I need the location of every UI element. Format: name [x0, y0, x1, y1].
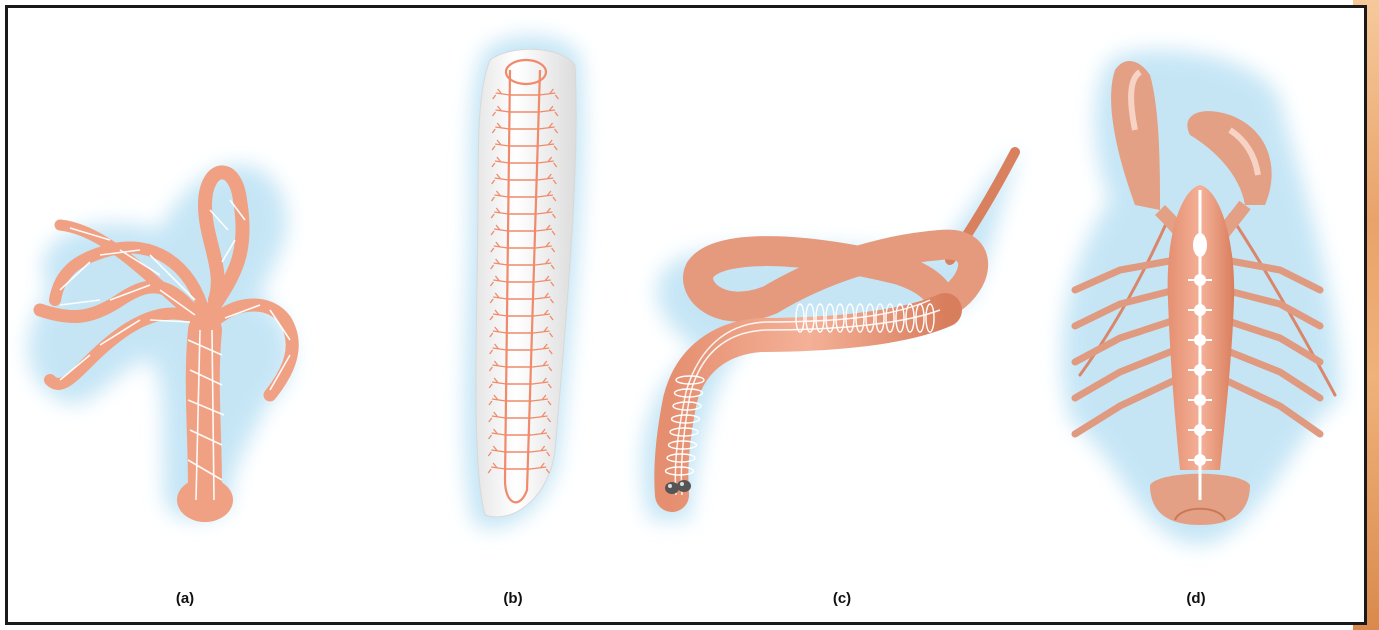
panel-label-c: (c) — [833, 590, 851, 607]
panel-label-b: (b) — [503, 590, 522, 607]
annelid-worm-nervous-system-icon — [642, 150, 1020, 520]
panel-label-d: (d) — [1186, 590, 1205, 607]
flatworm-ladder-nervous-system-icon — [465, 36, 584, 529]
hydra-nerve-net-icon — [29, 165, 293, 522]
crayfish-nervous-system-icon — [1062, 50, 1340, 545]
panel-label-a: (a) — [176, 590, 194, 607]
